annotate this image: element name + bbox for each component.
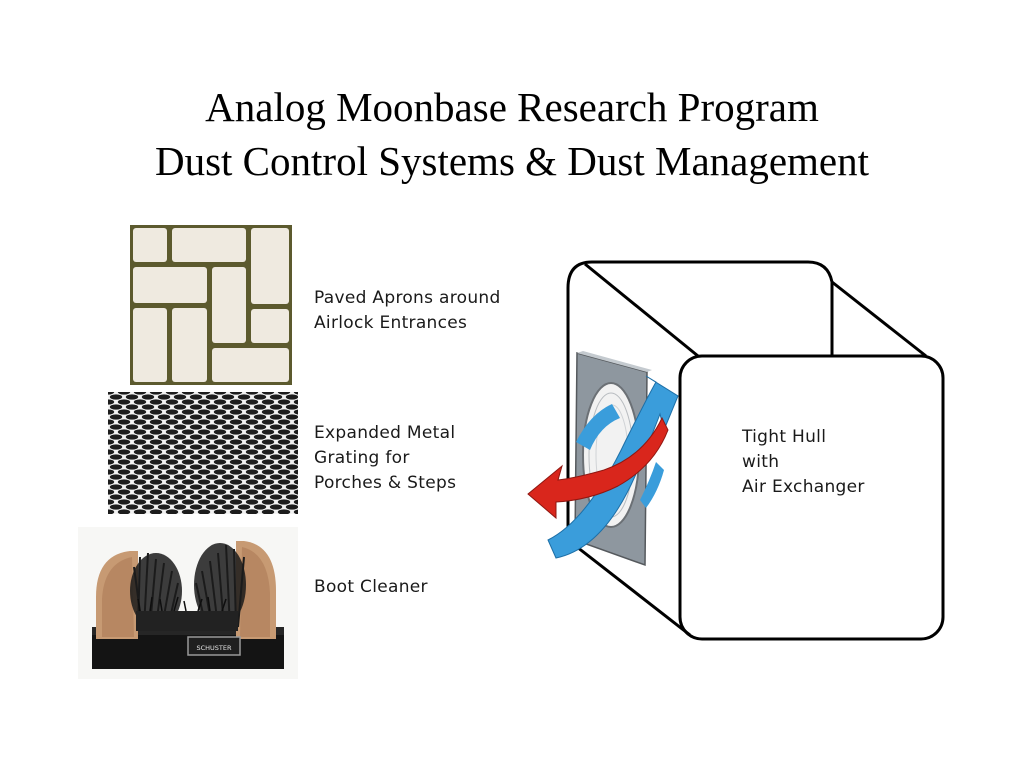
boot-cleaner-brand: SCHUSTER bbox=[196, 644, 232, 652]
hull-top-edge-right bbox=[831, 280, 927, 358]
hull-label: Tight Hull with Air Exchanger bbox=[742, 425, 865, 500]
paved-apron-line-2: Airlock Entrances bbox=[314, 313, 468, 333]
boot-cleaner-line-1: Boot Cleaner bbox=[314, 577, 428, 597]
metal-grating-line-1: Expanded Metal bbox=[314, 423, 456, 443]
boot-cleaner-label: Boot Cleaner bbox=[314, 575, 428, 600]
metal-grating-line-2: Grating for bbox=[314, 448, 410, 468]
hull-back-face bbox=[592, 260, 834, 356]
title-line-2: Dust Control Systems & Dust Management bbox=[154, 138, 870, 184]
hull-line-2: with bbox=[742, 452, 780, 472]
paved-apron-label: Paved Aprons around Airlock Entrances bbox=[314, 286, 501, 336]
metal-grating-line-3: Porches & Steps bbox=[314, 473, 457, 493]
hull-bottom-edge bbox=[567, 538, 691, 637]
slide-title: Analog Moonbase Research Program Dust Co… bbox=[0, 80, 1024, 188]
hull-line-3: Air Exchanger bbox=[742, 477, 865, 497]
title-line-1: Analog Moonbase Research Program bbox=[205, 84, 819, 130]
hull-line-1: Tight Hull bbox=[742, 427, 827, 447]
paved-apron-photo bbox=[130, 225, 292, 385]
metal-grating-photo bbox=[108, 392, 298, 514]
boot-cleaner-photo: SCHUSTER bbox=[78, 527, 298, 679]
metal-grating-label: Expanded Metal Grating for Porches & Ste… bbox=[314, 421, 456, 496]
paved-apron-line-1: Paved Aprons around bbox=[314, 288, 501, 308]
air-flow-arrows bbox=[527, 375, 679, 559]
hull-front-face bbox=[678, 354, 945, 641]
hull-top-edge-left bbox=[584, 262, 699, 358]
